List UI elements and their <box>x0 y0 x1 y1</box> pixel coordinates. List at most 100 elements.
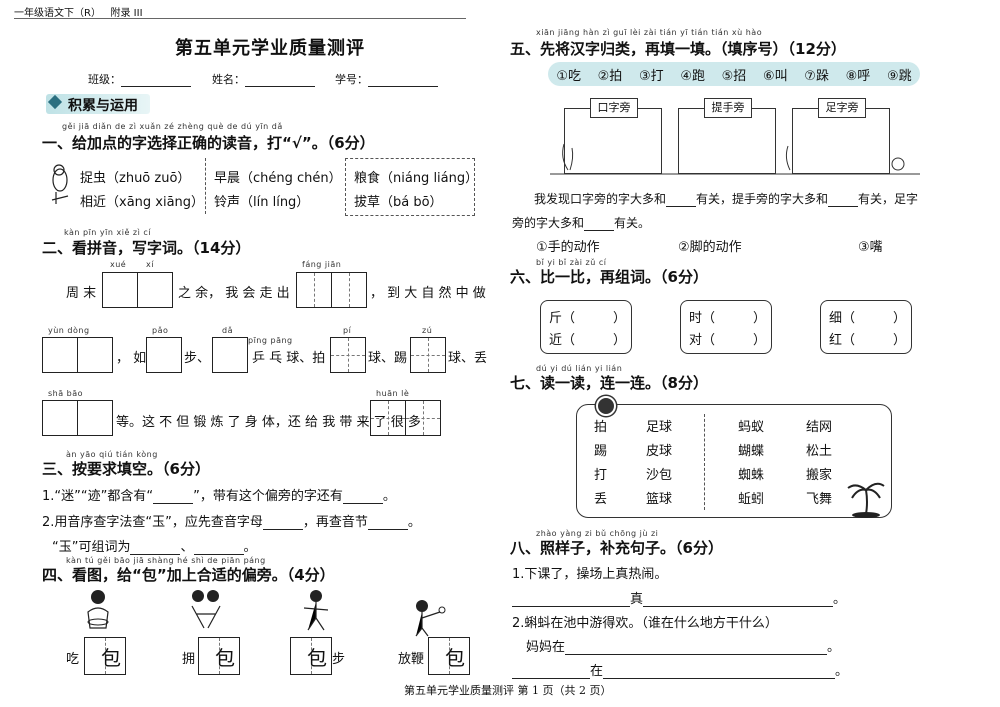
category-boxes-scene <box>550 143 920 175</box>
header-appendix: 附录 III <box>110 8 143 19</box>
char-option[interactable]: ④跑 <box>680 68 705 84</box>
q1-item[interactable]: 铃声（lín líng） <box>214 195 310 210</box>
q6-title: 六、比一比，再组词。（6分） <box>510 268 708 286</box>
match-word[interactable]: 足球 <box>646 420 673 435</box>
firecracker-icon <box>415 600 446 637</box>
q3-line1[interactable]: 1.“迷”“迹”都含有“”，带有这个偏旁的字还有。 <box>42 489 396 504</box>
write-box-pi[interactable] <box>330 337 366 373</box>
write-box-zu[interactable] <box>410 337 446 373</box>
q3-title: 三、按要求填空。（6分） <box>42 460 210 478</box>
palm-tree-icon <box>847 482 885 518</box>
q3-line3[interactable]: “玉”可组词为、。 <box>52 540 257 555</box>
write-box-xuexi[interactable] <box>102 272 173 308</box>
header-grade: 一年级语文下（R） 附录 III <box>14 8 143 19</box>
children-hugging-icon <box>191 590 221 629</box>
compare-box[interactable]: 时（） 对（） <box>680 300 772 354</box>
q5-option: ③嘴 <box>858 240 883 255</box>
class-field[interactable]: 班级： <box>88 71 191 87</box>
match-word[interactable]: 皮球 <box>646 444 673 459</box>
match-word[interactable]: 沙包 <box>646 468 673 483</box>
write-box-huanle[interactable] <box>370 400 441 436</box>
pin-icon <box>596 396 616 416</box>
q5-title: 五、先将汉字归类，再填一填。（填序号）（12分） <box>510 40 846 58</box>
write-box-yundong[interactable] <box>42 337 113 373</box>
match-word[interactable]: 蚯蚓 <box>738 492 765 507</box>
q5-sentence1[interactable]: 我发现口字旁的字大多和有关，提手旁的字大多和有关，足字 <box>534 192 919 207</box>
match-divider <box>704 414 705 510</box>
write-box-fangjian[interactable] <box>296 272 367 308</box>
q1-item[interactable]: 拔草（bá bō） <box>354 195 443 210</box>
q1-item[interactable]: 捉虫（zhuō zuō） <box>80 171 191 186</box>
child-walking-icon <box>303 590 329 631</box>
char-option[interactable]: ①吃 <box>556 68 581 84</box>
radical-box[interactable]: 包 <box>290 637 332 675</box>
match-word[interactable]: 结网 <box>806 420 833 435</box>
compare-box[interactable]: 细（） 红（） <box>820 300 912 354</box>
q1-pinyin: gěi jiā diǎn de zì xuǎn zé zhèng què de … <box>62 122 283 131</box>
match-word[interactable]: 松土 <box>806 444 833 459</box>
radical-box[interactable]: 包 <box>428 637 470 675</box>
match-word[interactable]: 搬家 <box>806 468 833 483</box>
q1-title: 一、给加点的字选择正确的读音，打“√”。（6分） <box>42 134 375 152</box>
char-options-bar: ①吃 ②拍 ③打 ④跑 ⑤招 ⑥叫 ⑦跺 ⑧呼 ⑨跳 <box>548 62 920 86</box>
match-word[interactable]: 打 <box>594 468 608 483</box>
category-label: 口字旁 <box>590 98 638 118</box>
char-option[interactable]: ⑨跳 <box>886 68 912 84</box>
match-word[interactable]: 飞舞 <box>806 492 833 507</box>
q8-title: 八、照样子，补充句子。（6分） <box>510 539 723 557</box>
q8-answer3[interactable]: 在。 <box>512 660 848 679</box>
radical-box[interactable]: 包 <box>84 637 126 675</box>
write-box-da[interactable] <box>212 337 248 373</box>
match-word[interactable]: 篮球 <box>646 492 673 507</box>
q1-item[interactable]: 早晨（chéng chén） <box>214 171 342 186</box>
category-label: 提手旁 <box>704 98 752 118</box>
q1-divider <box>205 158 206 214</box>
match-word[interactable]: 踢 <box>594 444 608 459</box>
char-option[interactable]: ⑤招 <box>721 68 747 84</box>
match-word[interactable]: 拍 <box>594 420 608 435</box>
name-field[interactable]: 姓名： <box>212 71 315 87</box>
category-label: 足字旁 <box>818 98 866 118</box>
child-eating-icon <box>87 590 109 629</box>
write-box-shabao[interactable] <box>42 400 113 436</box>
q3-pinyin: àn yāo qiú tián kòng <box>66 450 158 459</box>
id-field[interactable]: 学号： <box>335 71 438 87</box>
match-word[interactable]: 蜘蛛 <box>738 468 765 483</box>
q8-example: 1.下课了，操场上真热闹。 <box>512 567 668 582</box>
char-option[interactable]: ②拍 <box>597 68 623 84</box>
match-word[interactable]: 丢 <box>594 492 608 507</box>
q2-title: 二、看拼音，写字词。（14分） <box>42 239 251 257</box>
q5-pinyin: xiān jiāng hàn zì guī lèi zài tián yī ti… <box>536 28 763 37</box>
q1-item[interactable]: 粮食（niáng liáng） <box>354 171 479 186</box>
bird-icon <box>51 164 69 204</box>
q8-answer2[interactable]: 妈妈在。 <box>526 640 841 655</box>
char-option[interactable]: ⑥叫 <box>762 68 788 84</box>
q5-option: ①手的动作 <box>536 240 600 255</box>
q2-pinyin: kàn pīn yīn xiě zì cí <box>64 228 151 237</box>
q6-pinyin: bǐ yi bǐ zài zǔ cí <box>536 258 607 267</box>
q5-sentence2[interactable]: 旁的字大多和有关。 <box>512 216 651 231</box>
q8-answer1[interactable]: 真。 <box>512 588 846 607</box>
char-option[interactable]: ⑦跺 <box>804 68 829 84</box>
q8-prompt: 2.蝌蚪在池中游得欢。（谁在什么地方干什么） <box>512 616 778 631</box>
q1-item[interactable]: 相近（xāng xiāng） <box>80 195 205 210</box>
char-option[interactable]: ③打 <box>638 68 664 84</box>
diamond-icon <box>47 94 63 110</box>
q7-title: 七、读一读，连一连。（8分） <box>510 374 708 392</box>
q1-dashed-box <box>345 158 475 216</box>
radical-box[interactable]: 包 <box>198 637 240 675</box>
char-option[interactable]: ⑧呼 <box>845 68 871 84</box>
q8-pinyin: zhào yàng zi bǔ chōng jù zi <box>536 529 659 538</box>
match-word[interactable]: 蝴蝶 <box>738 444 765 459</box>
compare-box[interactable]: 斤（） 近（） <box>540 300 632 354</box>
section-banner: 积累与运用 <box>46 94 150 114</box>
write-box-pao[interactable] <box>146 337 182 373</box>
header-rule <box>14 18 466 19</box>
q3-line2[interactable]: 2.用音序查字法查“玉”，应先查音字母，再查音节。 <box>42 515 421 530</box>
page-title: 第五单元学业质量测评 <box>175 38 365 59</box>
q7-pinyin: dú yi dú lián yi lián <box>536 364 623 373</box>
match-word[interactable]: 蚂蚁 <box>738 420 765 435</box>
q5-option: ②脚的动作 <box>678 240 742 255</box>
q4-pinyin: kàn tú gěi bāo jiā shàng hé shì de piān … <box>66 556 266 565</box>
page-footer: 第五单元学业质量测评 第 1 页（共 2 页） <box>404 684 612 697</box>
